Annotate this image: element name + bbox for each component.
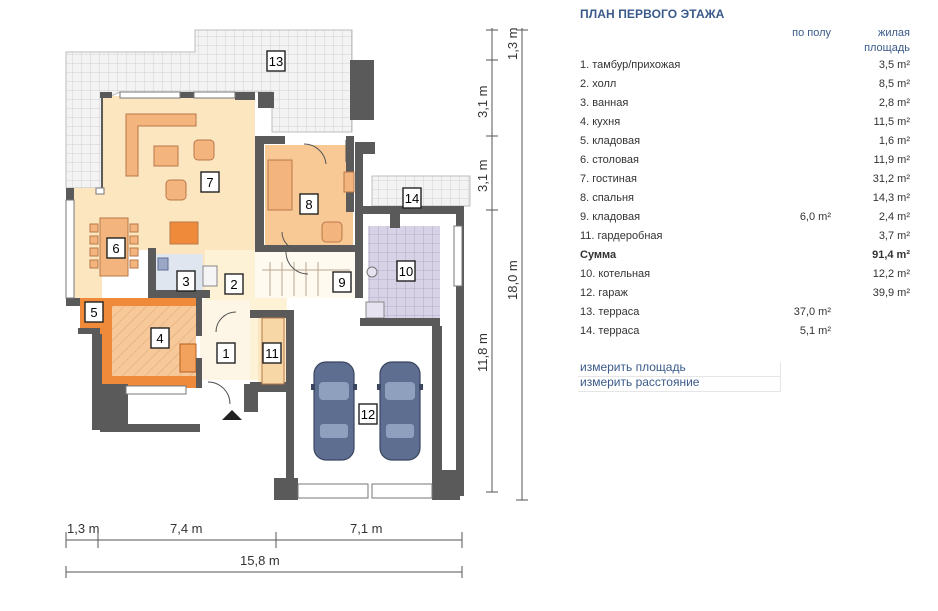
living-area: 2,8 m² — [878, 97, 910, 109]
dim-bottom-3: 7,1 m — [350, 521, 383, 536]
dim-total: 15,8 m — [240, 553, 280, 568]
measure-distance-link[interactable]: измерить расстояние — [578, 375, 781, 392]
table-row: Сумма 91,4 m² — [578, 249, 913, 268]
room-label-box — [358, 403, 378, 425]
room-label-box — [266, 50, 286, 72]
table-row: 1. тамбур/прихожая 3,5 m² — [578, 59, 913, 78]
room-label-box — [224, 273, 244, 295]
room-label-box — [402, 187, 422, 209]
room-name: 8. спальня — [580, 192, 634, 204]
table-row: 11. гардеробная 3,7 m² — [578, 230, 913, 249]
room-name: 5. кладовая — [580, 135, 641, 147]
room-label-box — [262, 342, 282, 364]
car-right-icon — [376, 361, 424, 461]
room-label-box — [106, 237, 126, 259]
room-label-box — [84, 301, 104, 323]
room-name: 4. кухня — [580, 116, 621, 128]
dim-bottom-1: 1,3 m — [67, 521, 100, 536]
measure-area-link[interactable]: измерить площадь — [578, 360, 781, 377]
room-label-box — [216, 342, 236, 364]
dimension-lines — [65, 28, 528, 578]
room-number: 3 — [182, 274, 189, 289]
room-number: 11 — [265, 346, 279, 361]
col-living-header-2: площадь — [864, 42, 910, 54]
room-number: 12 — [361, 407, 375, 422]
living-area: 91,4 m² — [872, 249, 910, 261]
room-name: 11. гардеробная — [580, 230, 663, 242]
living-area: 11,5 m² — [873, 116, 910, 128]
room-name: 13. терраса — [580, 306, 640, 318]
dim-right-1: 1,3 m — [505, 27, 520, 60]
table-row: 9. кладовая 6,0 m² 2,4 m² — [578, 211, 913, 230]
room-number: 7 — [206, 175, 213, 190]
room-name: 2. холл — [580, 78, 617, 90]
room-label-box — [396, 260, 416, 282]
doors — [207, 140, 347, 405]
dim-right-3: 3,1 m — [475, 159, 490, 192]
table-row: 14. терраса 5,1 m² — [578, 325, 913, 344]
living-area: 11,9 m² — [873, 154, 910, 166]
room-number: 8 — [305, 197, 312, 212]
room-name: 12. гараж — [580, 287, 628, 299]
room-number: 14 — [405, 191, 419, 206]
room-name: 6. столовая — [580, 154, 639, 166]
living-area: 31,2 m² — [872, 173, 910, 185]
table-row: 2. холл 8,5 m² — [578, 78, 913, 97]
floor-area: 5,1 m² — [799, 325, 831, 337]
room-name: 9. кладовая — [580, 211, 641, 223]
table-row: 10. котельная 12,2 m² — [578, 268, 913, 287]
room-name: 1. тамбур/прихожая — [580, 59, 681, 71]
table-row: 7. гостиная 31,2 m² — [578, 173, 913, 192]
living-area: 2,4 m² — [878, 211, 910, 223]
room-name: 3. ванная — [580, 97, 629, 109]
room-name: 10. котельная — [580, 268, 651, 280]
room-name: 14. терраса — [580, 325, 640, 337]
room-number: 5 — [90, 305, 97, 320]
room-label-box — [299, 193, 319, 215]
living-area: 3,7 m² — [878, 230, 910, 242]
living-area: 8,5 m² — [878, 78, 910, 90]
living-area: 39,9 m² — [872, 287, 910, 299]
room-label-box — [200, 171, 220, 193]
car-left-icon — [310, 361, 358, 461]
table-row: 3. ванная 2,8 m² — [578, 97, 913, 116]
room-number: 1 — [222, 346, 229, 361]
table-row: 5. кладовая 1,6 m² — [578, 135, 913, 154]
floor-area: 6,0 m² — [799, 211, 831, 223]
table-row: 12. гараж 39,9 m² — [578, 287, 913, 306]
living-area: 14,3 m² — [872, 192, 910, 204]
entrance-arrow-icon — [222, 410, 242, 420]
col-living-header-1: жилая — [878, 27, 910, 39]
room-number: 9 — [338, 275, 345, 290]
room-number: 4 — [156, 331, 163, 346]
living-area: 3,5 m² — [878, 59, 910, 71]
room-number: 2 — [230, 277, 237, 292]
dim-right-4: 11,8 m — [475, 333, 490, 372]
dim-right-2: 3,1 m — [475, 85, 490, 118]
living-area: 1,6 m² — [878, 135, 910, 147]
room-label-box — [176, 270, 196, 292]
room-name: 7. гостиная — [580, 173, 637, 185]
room-label-box — [150, 327, 170, 349]
entry-floor — [200, 300, 250, 380]
living-area: 12,2 m² — [872, 268, 910, 280]
room-number: 13 — [269, 54, 283, 69]
table-row: 4. кухня 11,5 m² — [578, 116, 913, 135]
room-label-box — [332, 271, 352, 293]
floor-area: 37,0 m² — [793, 306, 831, 318]
table-row: 8. спальня 14,3 m² — [578, 192, 913, 211]
room-name: Сумма — [580, 249, 617, 261]
panel-title: ПЛАН ПЕРВОГО ЭТАЖА — [580, 7, 725, 21]
table-row: 13. терраса 37,0 m² — [578, 306, 913, 325]
table-row: 6. столовая 11,9 m² — [578, 154, 913, 173]
dim-right-total: 18,0 m — [505, 260, 520, 300]
dim-bottom-2: 7,4 m — [170, 521, 203, 536]
col-floor-header: по полу — [792, 27, 831, 39]
room-number: 6 — [112, 241, 119, 256]
room-number: 10 — [399, 264, 413, 279]
